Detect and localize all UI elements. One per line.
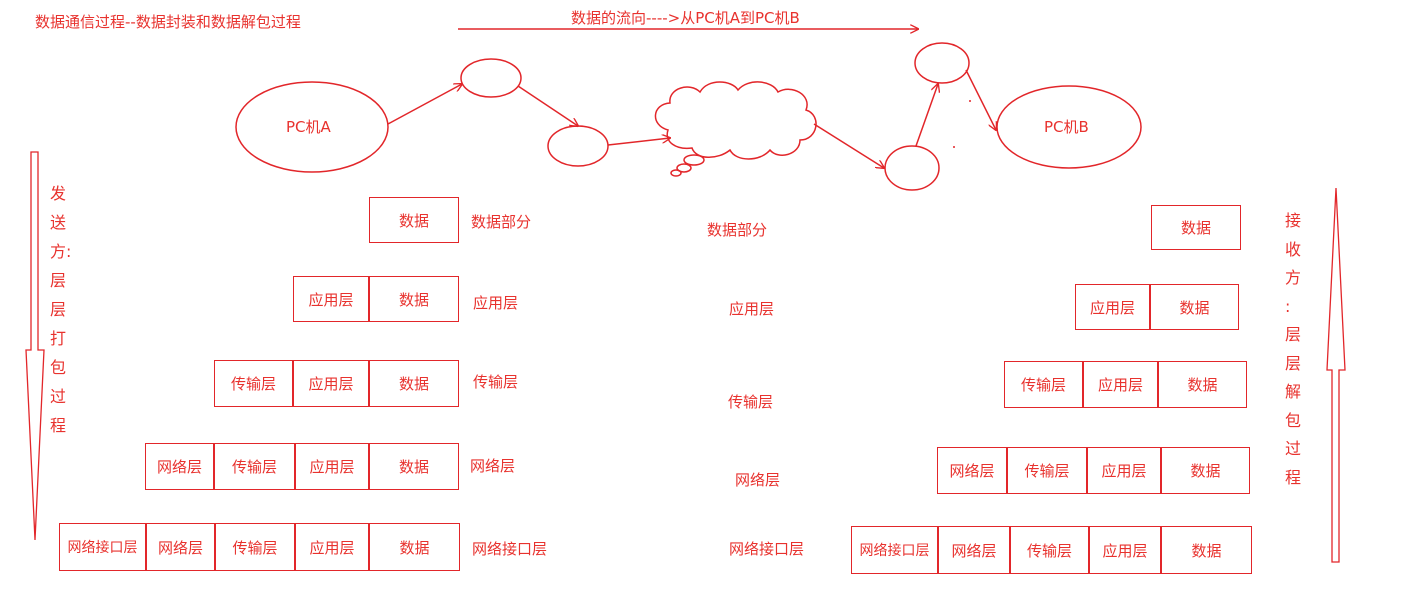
receiver-label-char: 层 — [1285, 325, 1302, 344]
receiver-up-arrow — [1326, 187, 1346, 563]
sender-data-cell: 数据 — [369, 360, 459, 407]
internet-cloud — [654, 81, 817, 160]
sender-label-char: 过 — [50, 387, 67, 406]
sender-data-cell: 数据 — [369, 443, 459, 490]
middle-label-network: 网络层 — [735, 471, 781, 489]
middle-label-transport: 传输层 — [728, 393, 774, 411]
sender-side-label-network: 网络层 — [470, 457, 516, 475]
sender-side-label-network-interface: 网络接口层 — [472, 540, 548, 558]
sender-label-char: 包 — [50, 358, 67, 377]
sender-label-char: 程 — [50, 416, 67, 435]
sender-application-cell: 应用层 — [293, 276, 369, 322]
arrow-node4-to-pcb — [965, 69, 996, 130]
receiver-label-char: 方 — [1285, 268, 1302, 287]
receiver-label-char: 收 — [1285, 239, 1302, 259]
receiver-label-char: 过 — [1285, 439, 1302, 458]
sender-label-char: 层 — [50, 271, 67, 290]
receiver-transport-cell: 传输层 — [1010, 526, 1089, 574]
middle-label-application: 应用层 — [729, 300, 775, 318]
receiver-application-cell: 应用层 — [1075, 284, 1150, 330]
sender-network-cell: 网络层 — [146, 523, 215, 571]
receiver-transport-cell: 传输层 — [1004, 361, 1083, 408]
sender-network-interface-cell: 网络接口层 — [59, 523, 146, 571]
receiver-data-cell: 数据 — [1151, 205, 1241, 250]
receiver-transport-cell: 传输层 — [1007, 447, 1087, 494]
router-node-3 — [884, 145, 940, 191]
sender-data-cell: 数据 — [369, 276, 459, 322]
sender-label-char: 方: — [50, 242, 72, 261]
sender-application-cell: 应用层 — [295, 523, 369, 571]
receiver-data-cell: 数据 — [1161, 526, 1252, 574]
sender-transport-cell: 传输层 — [214, 360, 293, 407]
receiver-label-char: 程 — [1285, 467, 1302, 487]
cloud-tail-3 — [670, 169, 682, 177]
sender-label-char: 打 — [50, 329, 67, 348]
diagram-title: 数据通信过程--数据封装和数据解包过程 — [35, 13, 301, 31]
middle-label-data-part: 数据部分 — [707, 221, 768, 239]
receiver-application-cell: 应用层 — [1087, 447, 1161, 494]
sender-label-char: 送 — [50, 213, 67, 232]
arrow-pca-to-node1 — [387, 84, 462, 125]
sender-transport-cell: 传输层 — [214, 443, 295, 490]
sender-side-label-data-part: 数据部分 — [471, 213, 532, 231]
stray-dot-1 — [969, 100, 971, 102]
stray-dot-2 — [953, 146, 955, 148]
router-node-1 — [460, 58, 522, 98]
receiver-label-char: 层 — [1285, 353, 1302, 373]
arrow-node1-to-node2 — [517, 85, 578, 126]
receiver-label-char: : — [1285, 296, 1291, 316]
pc-b-label: PC机B — [1044, 118, 1089, 136]
flow-label: 数据的流向---->从PC机A到PC机B — [571, 9, 800, 27]
sender-side-label-application: 应用层 — [473, 294, 519, 312]
receiver-label-char: 接 — [1285, 211, 1302, 230]
sender-label-char: 发 — [50, 184, 67, 203]
sender-application-cell: 应用层 — [295, 443, 369, 490]
pc-a-label: PC机A — [286, 118, 331, 136]
receiver-application-cell: 应用层 — [1083, 361, 1158, 408]
receiver-data-cell: 数据 — [1158, 361, 1247, 408]
receiver-data-cell: 数据 — [1161, 447, 1250, 494]
arrow-node2-to-cloud — [607, 138, 670, 146]
cloud-tail-2 — [676, 163, 692, 173]
receiver-label-char: 解 — [1285, 382, 1302, 401]
sender-down-arrow — [25, 151, 45, 541]
router-node-4 — [914, 42, 970, 84]
receiver-label-char: 包 — [1285, 410, 1302, 430]
receiver-network-interface-cell: 网络接口层 — [851, 526, 938, 574]
sender-application-cell: 应用层 — [293, 360, 369, 407]
sender-label-char: 层 — [50, 300, 67, 319]
sender-data-cell: 数据 — [369, 523, 460, 571]
sender-side-label-transport: 传输层 — [473, 373, 519, 391]
arrow-cloud-to-node3 — [813, 123, 884, 168]
sender-network-cell: 网络层 — [145, 443, 214, 490]
receiver-application-cell: 应用层 — [1089, 526, 1161, 574]
router-node-2 — [547, 125, 609, 167]
receiver-network-cell: 网络层 — [937, 447, 1007, 494]
sender-data-cell: 数据 — [369, 197, 459, 243]
sender-transport-cell: 传输层 — [215, 523, 295, 571]
cloud-tail-1 — [683, 154, 705, 166]
middle-label-network-interface: 网络接口层 — [729, 540, 805, 558]
pc-a-ellipse — [235, 81, 389, 173]
receiver-data-cell: 数据 — [1150, 284, 1239, 330]
receiver-network-cell: 网络层 — [938, 526, 1010, 574]
arrow-node3-to-node4 — [915, 84, 938, 147]
